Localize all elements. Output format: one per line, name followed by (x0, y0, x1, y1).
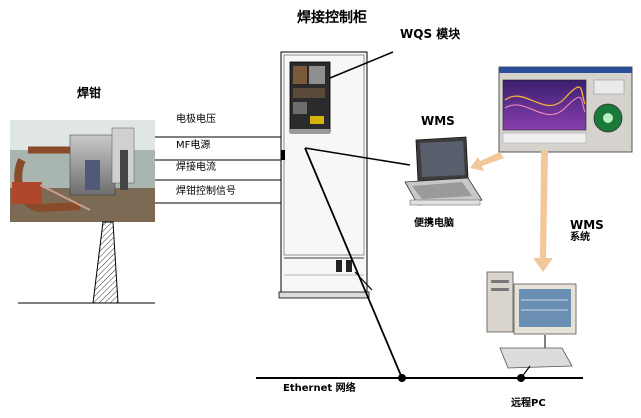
cabinet-tail-line (354, 271, 373, 291)
signal-label-gun-control: 焊钳控制信号 (176, 186, 236, 197)
gun-pedestal (18, 221, 155, 304)
remote-pc-label: 远程PC (511, 398, 546, 409)
welding-gun-label: 焊钳 (77, 86, 102, 100)
signal-label-welding-current: 焊接电流 (176, 162, 216, 173)
cabinet-ethernet-line (304, 147, 403, 379)
laptop-label: 便携电脑 (414, 218, 454, 229)
ethernet-bus (256, 365, 583, 382)
cabinet-title: 焊接控制柜 (297, 10, 367, 26)
wms-system-label-line2: 系统 (570, 232, 590, 243)
welding-gun-photo (10, 120, 155, 222)
wms-system-label-line1: WMS (570, 218, 604, 232)
welding-cabinet (278, 51, 370, 299)
signal-label-mf-power: MF电源 (176, 140, 211, 151)
signal-label-electrode-voltage: 电极电压 (176, 114, 216, 125)
cabinet-laptop-line (304, 147, 411, 166)
laptop-icon (404, 136, 483, 206)
ethernet-label: Ethernet 网络 (283, 383, 356, 394)
wms-window (498, 66, 633, 153)
wqs-pointer-line (329, 51, 394, 79)
remote-pc-icon (486, 271, 577, 369)
wqs-module-label: WQS 模块 (400, 27, 461, 41)
wms-label: WMS (421, 114, 455, 128)
data-flow-arrows (470, 150, 553, 272)
